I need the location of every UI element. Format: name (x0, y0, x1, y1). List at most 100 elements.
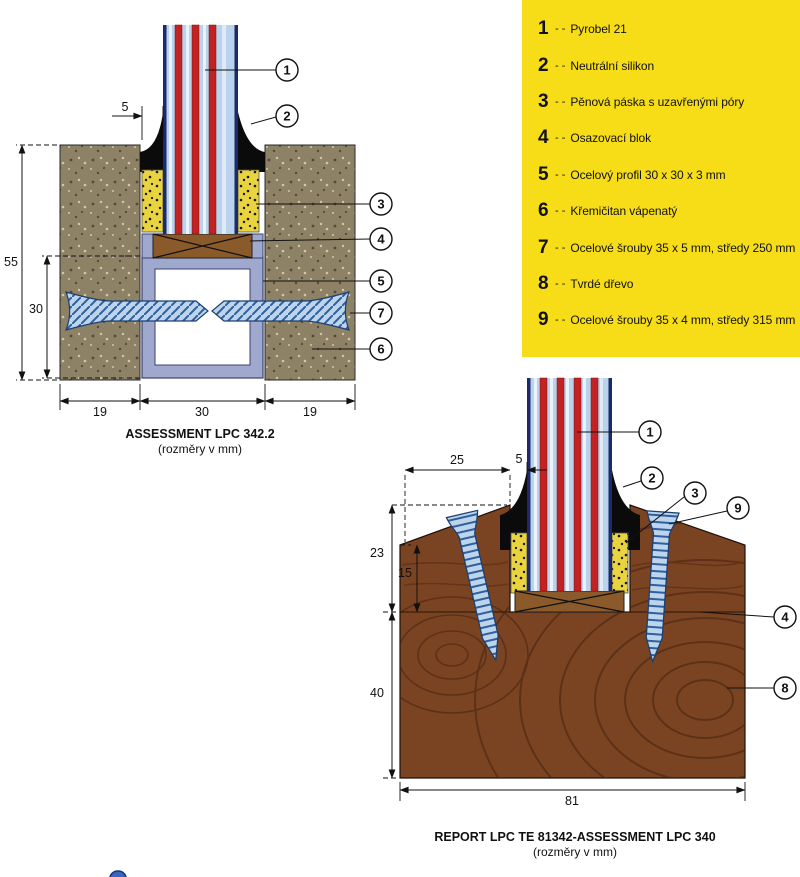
callout-glass-2: 1 (577, 420, 662, 444)
svg-text:6: 6 (377, 342, 384, 357)
legend-separator: - - (555, 132, 566, 145)
legend-item-label: Ocelové šrouby 35 x 4 mm, středy 315 mm (570, 313, 796, 328)
svg-text:8: 8 (781, 681, 788, 696)
dim-19-right: 19 (303, 405, 317, 419)
legend-item-number: 7 (538, 236, 549, 258)
callout-silicate: 6 (312, 337, 393, 361)
foam-tape-left-2 (510, 532, 528, 594)
setting-block-2 (514, 590, 625, 613)
foam-tape-right-2 (611, 532, 629, 594)
dim-40: 40 (370, 686, 384, 700)
foam-tape-left (141, 169, 164, 233)
glass-edge-right-2 (608, 378, 612, 591)
dim-19-left: 19 (93, 405, 107, 419)
legend-item-label: Křemičitan vápenatý (570, 204, 678, 219)
legend-item-number: 6 (538, 200, 549, 222)
cropped-figure-fragment (109, 870, 127, 877)
callout-glass: 1 (205, 58, 299, 82)
svg-text:7: 7 (377, 306, 384, 321)
diagram1-caption-sub: (rozměry v mm) (158, 442, 242, 456)
legend-item-9: 9 - - Ocelové šrouby 35 x 4 mm, středy 3… (538, 302, 796, 338)
legend-item-label: Osazovací blok (570, 131, 652, 146)
dim-5b: 5 (516, 452, 523, 466)
svg-text:1: 1 (283, 63, 290, 78)
silicone-seal-left-2 (500, 470, 527, 550)
legend-item-label: Neutrální silikon (570, 58, 655, 73)
legend-item-label: Ocelový profil 30 x 30 x 3 mm (570, 167, 726, 182)
svg-text:3: 3 (377, 197, 384, 212)
legend-item-1: 1 - - Pyrobel 21 (538, 11, 794, 47)
glass-red-interlayers (174, 24, 217, 235)
dimensions-d1: 5 55 30 19 30 19 (4, 100, 356, 419)
legend-separator: - - (555, 205, 566, 218)
dim-15: 15 (398, 566, 412, 580)
glass-edge-left-2 (527, 378, 531, 591)
diagram2-caption: REPORT LPC TE 81342-ASSESSMENT LPC 340 (434, 830, 715, 844)
legend-item-3: 3 - - Pěnová páska s uzavřenými póry (538, 84, 794, 120)
diagram1-caption: ASSESSMENT LPC 342.2 (125, 427, 274, 441)
legend-item-5: 5 - - Ocelový profil 30 x 30 x 3 mm (538, 157, 794, 193)
callout-foam-2: 3 (625, 481, 707, 544)
callout-screw-9: 9 (668, 496, 750, 525)
masonry-left (59, 144, 141, 381)
dim-55: 55 (4, 255, 18, 269)
legend-separator: - - (555, 59, 566, 72)
svg-text:4: 4 (377, 232, 385, 247)
horizontal-screw (65, 291, 350, 331)
setting-block (152, 233, 253, 259)
glass-red-interlayers-2 (539, 377, 599, 592)
legend-item-number: 3 (538, 90, 549, 112)
callout-hardwood: 8 (727, 676, 797, 700)
svg-text:9: 9 (734, 501, 741, 516)
silicone-seal-right (238, 112, 265, 172)
glass-highlights (169, 25, 226, 234)
legend-separator: - - (555, 277, 566, 290)
legend-separator: - - (555, 168, 566, 181)
legend-item-8: 8 - - Tvrdé dřevo (538, 266, 794, 302)
diagram-assessment-lpc-342: 5 55 30 19 30 19 ASSESSMENT LPC 342.2 (r… (4, 24, 393, 456)
legend-item-number: 1 (538, 18, 549, 40)
dim-5: 5 (122, 100, 129, 114)
dim-30-bottom: 30 (195, 405, 209, 419)
glass-pane (163, 24, 238, 235)
svg-text:2: 2 (648, 471, 655, 486)
legend-item-number: 4 (538, 127, 549, 149)
callout-screw-7: 7 (350, 301, 393, 325)
glass-highlights-2 (534, 378, 603, 591)
svg-text:4: 4 (781, 610, 789, 625)
dim-25: 25 (450, 453, 464, 467)
legend-item-number: 9 (538, 309, 549, 331)
legend-item-label: Ocelové šrouby 35 x 5 mm, středy 250 mm (570, 240, 796, 255)
legend-panel: 1 - - Pyrobel 21 2 - - Neutrální silikon… (522, 0, 800, 357)
legend-item-label: Pěnová páska s uzavřenými póry (570, 94, 745, 109)
legend-separator: - - (555, 241, 566, 254)
legend-separator: - - (555, 23, 566, 36)
dim-23: 23 (370, 546, 384, 560)
legend-item-4: 4 - - Osazovací blok (538, 120, 794, 156)
svg-text:3: 3 (691, 486, 698, 501)
wood-screw-left (445, 509, 499, 663)
callout-block-2: 4 (699, 605, 797, 629)
diagram-report-lpc-340: 25 5 23 15 40 81 REPORT LPC TE 81342-ASS… (370, 377, 797, 859)
glass-pane-2 (527, 377, 612, 592)
glass-edge-right (234, 25, 238, 234)
foam-tape-right (237, 169, 260, 233)
silicone-seal-left (140, 112, 163, 172)
legend-list: 1 - - Pyrobel 21 2 - - Neutrální silikon… (522, 0, 800, 339)
wood-screw-right (645, 510, 680, 664)
legend-item-7: 7 - - Ocelové šrouby 35 x 5 mm, středy 2… (538, 229, 796, 265)
glass-edge-left (163, 25, 167, 234)
legend-item-6: 6 - - Křemičitan vápenatý (538, 193, 794, 229)
svg-text:5: 5 (377, 274, 384, 289)
callout-silicone-2: 2 (622, 466, 664, 490)
dimensions-d2: 25 5 23 15 40 81 (370, 452, 746, 808)
legend-item-number: 2 (538, 54, 549, 76)
legend-item-2: 2 - - Neutrální silikon (538, 47, 794, 83)
legend-item-number: 8 (538, 272, 549, 294)
callout-profile: 5 (263, 269, 393, 293)
legend-separator: - - (555, 95, 566, 108)
legend-separator: - - (555, 314, 566, 327)
dim-30-left: 30 (29, 302, 43, 316)
callout-block: 4 (249, 227, 393, 251)
